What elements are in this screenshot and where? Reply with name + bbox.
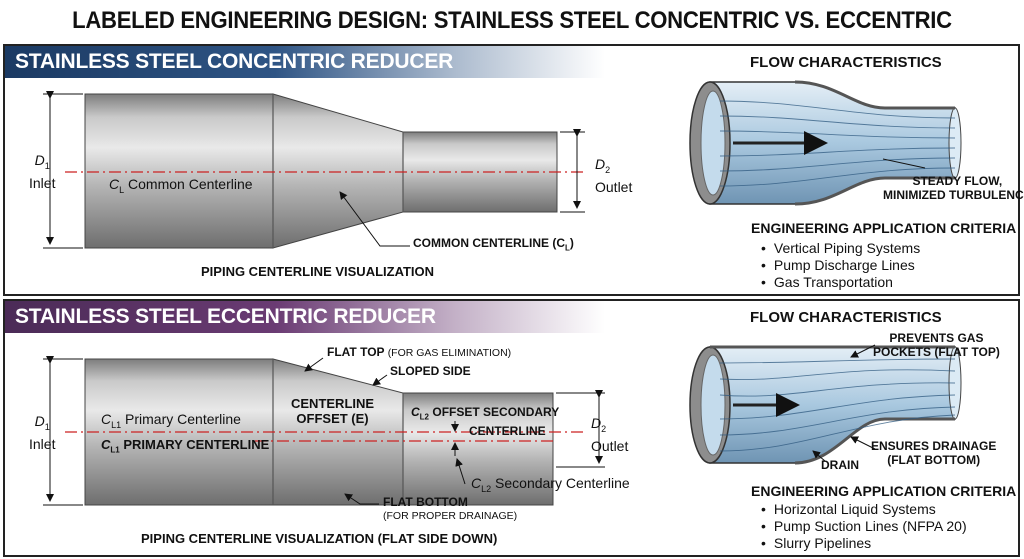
- concentric-panel: STAINLESS STEEL CONCENTRIC REDUCER: [3, 44, 1024, 296]
- concentric-criteria-list: Vertical Piping Systems Pump Discharge L…: [761, 240, 920, 291]
- flat-bottom-note: (FOR PROPER DRAINAGE): [383, 510, 518, 522]
- eccentric-criteria-list: Horizontal Liquid Systems Pump Suction L…: [761, 501, 967, 552]
- primary-centerline-label: CL1 Primary Centerline: [101, 411, 241, 430]
- common-centerline-callout: COMMON CENTERLINE (CL): [413, 236, 574, 253]
- concentric-banner: STAINLESS STEEL CONCENTRIC REDUCER: [5, 46, 605, 78]
- concentric-flow-diagram: [689, 80, 962, 206]
- flat-bottom-label: FLAT BOTTOM: [383, 495, 468, 509]
- list-item: Slurry Pipelines: [761, 535, 967, 552]
- drainage-note: ENSURES DRAINAGE(FLAT BOTTOM): [871, 439, 997, 467]
- eccentric-flow-diagram: [689, 344, 962, 465]
- common-centerline-label: CL Common Centerline: [109, 176, 253, 195]
- concentric-flow-heading: FLOW CHARACTERISTICS: [750, 54, 942, 71]
- list-item: Gas Transportation: [761, 274, 920, 291]
- primary-centerline-caps: CL1 PRIMARY CENTERLINE: [101, 437, 270, 455]
- d1-dimension: [43, 91, 83, 249]
- sloped-side-label: SLOPED SIDE: [390, 364, 471, 378]
- list-item: Horizontal Liquid Systems: [761, 501, 967, 518]
- secondary-centerline-label: CL2 Secondary Centerline: [471, 475, 630, 494]
- list-item: Pump Discharge Lines: [761, 257, 920, 274]
- list-item: Pump Suction Lines (NFPA 20): [761, 518, 967, 535]
- concentric-caption: PIPING CENTERLINE VISUALIZATION: [201, 264, 435, 279]
- d2-dimension: [556, 390, 605, 468]
- d1-dimension: [43, 356, 83, 506]
- concentric-drawing: [43, 80, 962, 249]
- eccentric-flow-heading: FLOW CHARACTERISTICS: [750, 309, 942, 326]
- concentric-criteria-heading: ENGINEERING APPLICATION CRITERIA: [751, 220, 1017, 236]
- eccentric-banner: STAINLESS STEEL ECCENTRIC REDUCER: [5, 301, 605, 333]
- eccentric-drawing: [43, 344, 962, 506]
- drain-label: DRAIN: [821, 458, 859, 472]
- eccentric-caption: PIPING CENTERLINE VISUALIZATION (FLAT SI…: [141, 531, 498, 546]
- eccentric-criteria-heading: ENGINEERING APPLICATION CRITERIA: [751, 483, 1017, 499]
- steady-flow-note: STEADY FLOW,MINIMIZED TURBULENCE: [883, 174, 1024, 202]
- eccentric-panel: STAINLESS STEEL ECCENTRIC REDUCER: [3, 299, 1020, 557]
- centerline-leader: [339, 191, 410, 247]
- d2-dimension: [560, 129, 585, 213]
- flat-top-label: FLAT TOP (FOR GAS ELIMINATION): [327, 345, 512, 359]
- concentric-reducer: [84, 93, 558, 249]
- page-title: LABELED ENGINEERING DESIGN: STAINLESS ST…: [72, 7, 952, 76]
- list-item: Vertical Piping Systems: [761, 240, 920, 257]
